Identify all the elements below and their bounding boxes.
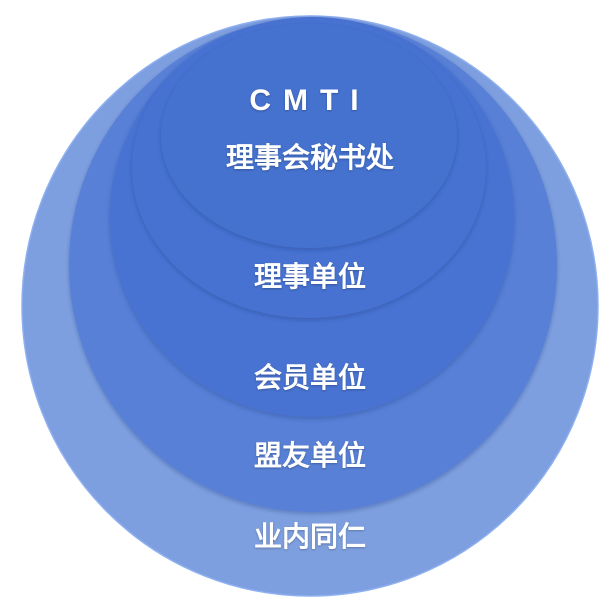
label-member-units: 会员单位 <box>253 361 366 394</box>
cmti-title: CMTI <box>249 84 371 117</box>
ring-secretariat <box>161 24 457 248</box>
label-alliance-units: 盟友单位 <box>253 439 366 472</box>
label-industry-peers: 业内同仁 <box>253 520 366 553</box>
label-council-units: 理事单位 <box>253 260 366 293</box>
label-secretariat: 理事会秘书处 <box>225 141 394 174</box>
